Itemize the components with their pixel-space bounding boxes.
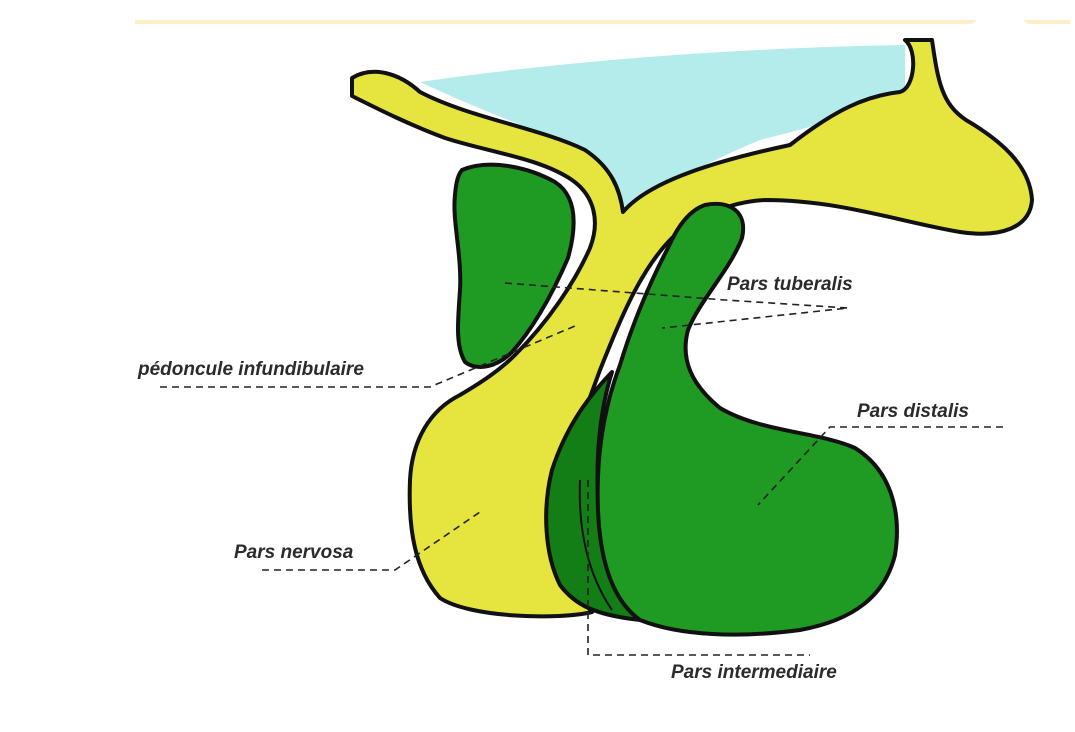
top-right-glare — [960, 15, 1040, 75]
leader-pars-tuberalis — [504, 282, 849, 329]
leader-lines — [160, 282, 1003, 656]
pars-distalis-tissue — [595, 201, 899, 637]
label-pars-intermediaire: Pars intermediaire — [671, 662, 837, 683]
leader-pars-distalis — [757, 426, 1003, 506]
pars-tuberalis-left — [452, 162, 576, 369]
leader-pedoncule — [160, 325, 576, 388]
label-pars-distalis: Pars distalis — [857, 401, 969, 422]
label-pars-tuberalis: Pars tuberalis — [727, 274, 853, 295]
label-pars-nervosa: Pars nervosa — [234, 542, 354, 563]
top-rule — [135, 20, 1070, 24]
leader-pars-nervosa — [262, 511, 481, 571]
leader-pars-intermediaire — [587, 480, 810, 656]
intermediate-seam — [578, 479, 613, 611]
label-pedoncule-infundibulaire: pédoncule infundibulaire — [137, 359, 364, 380]
third-ventricle — [420, 45, 905, 210]
